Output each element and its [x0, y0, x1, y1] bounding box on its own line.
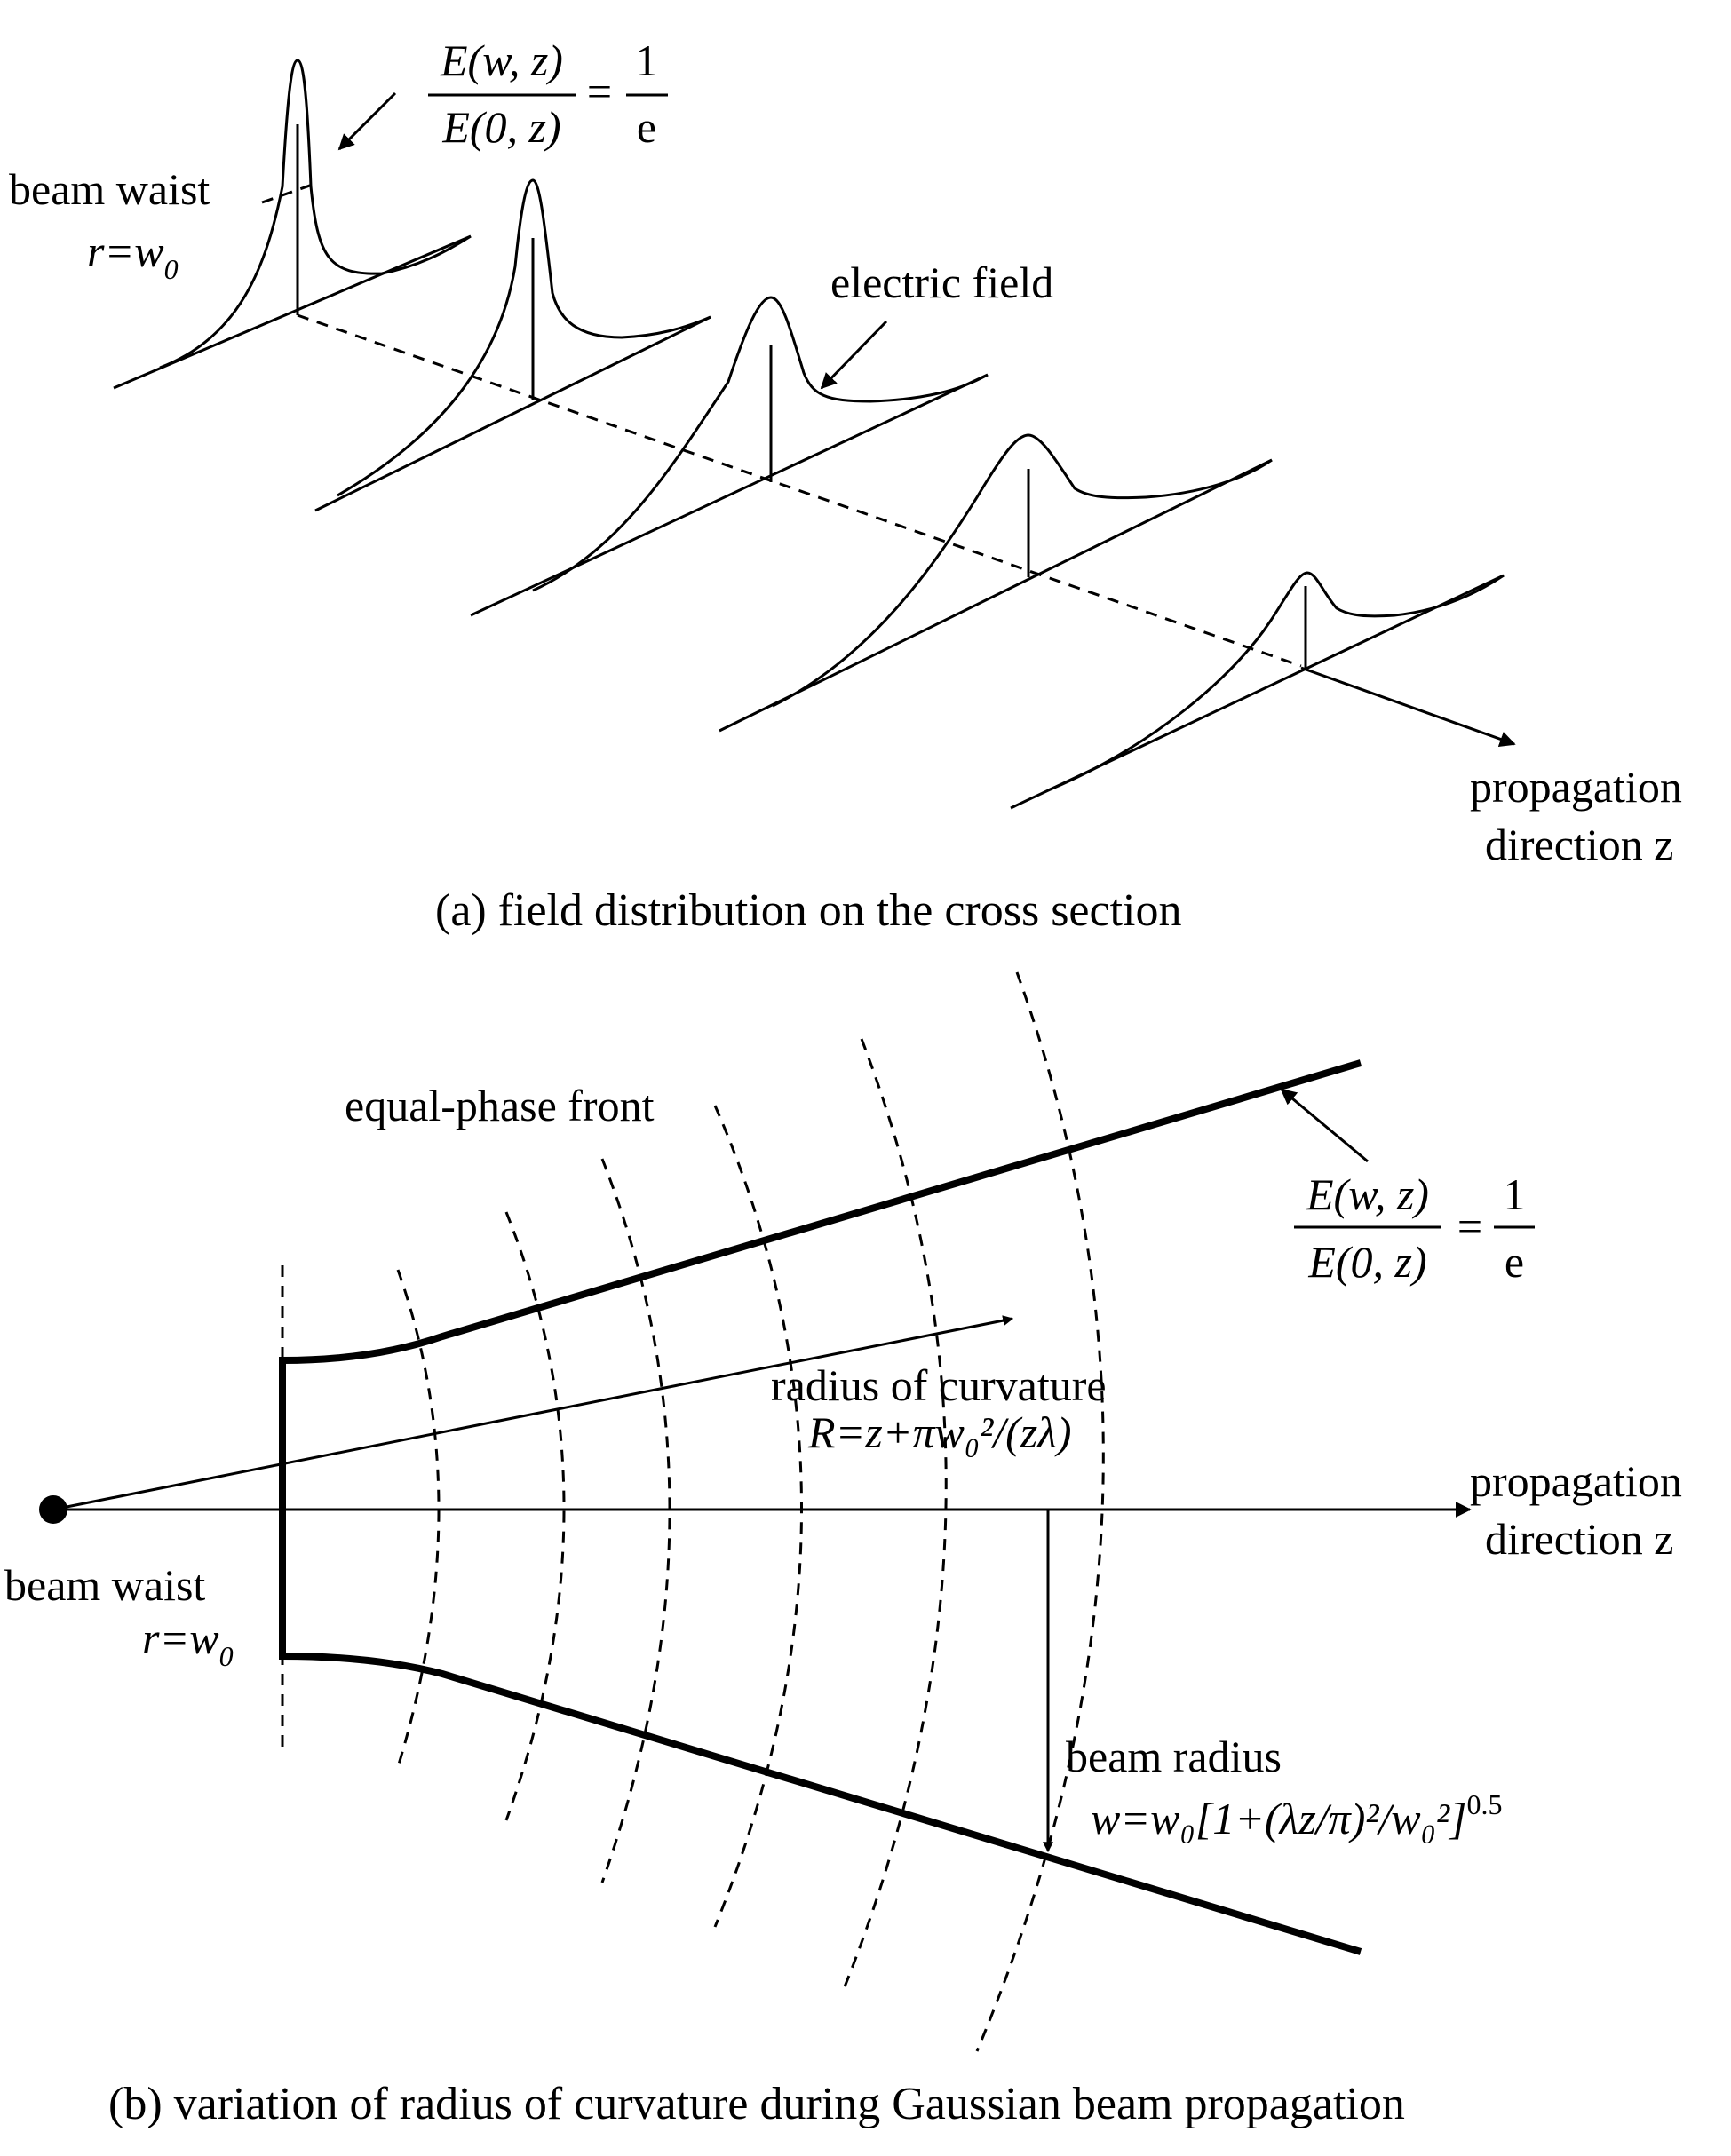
beam-radius-label: beam radius — [1066, 1732, 1282, 1781]
field-ratio-formula-a: E(w, z) E(0, z) = 1 e — [428, 36, 668, 152]
panel-a: E(w, z) E(0, z) = 1 e beam waist r=w0 el… — [9, 36, 1682, 936]
formula-equals: = — [587, 67, 612, 116]
gaussian-profile-3 — [470, 296, 989, 617]
equal-phase-front-label: equal-phase front — [345, 1081, 655, 1130]
gaussian-profile-4 — [719, 433, 1273, 733]
propagation-label-line2-a: direction z — [1485, 820, 1673, 869]
beam-envelope-lower — [282, 1653, 1362, 1955]
axis-dashed-line — [297, 313, 1302, 668]
caption-a: (a) field distribution on the cross sect… — [435, 885, 1181, 936]
radius-of-curvature-arrow — [52, 1315, 1014, 1511]
propagation-label-line1-b: propagation — [1470, 1456, 1682, 1506]
beam-envelope-upper — [282, 1059, 1362, 1364]
caption-b: (b) variation of radius of curvature dur… — [108, 2079, 1405, 2129]
beam-waist-radius-a: r=w0 — [87, 226, 179, 285]
propagation-label-line2-b: direction z — [1485, 1514, 1673, 1564]
formula-denominator: E(0, z) — [441, 102, 560, 152]
radius-of-curvature-formula: R=z+πw₀²/(zλ) — [807, 1407, 1072, 1457]
formula-numerator-b: E(w, z) — [1306, 1169, 1429, 1219]
gaussian-profile-1 — [113, 59, 472, 390]
beam-waist-radius-b: r=w0 — [142, 1613, 234, 1672]
formula-pointer-arrow-b — [1280, 1088, 1369, 1163]
formula-pointer-arrow-a — [337, 91, 397, 151]
gaussian-profile-5 — [1010, 571, 1505, 810]
formula-equals-b: = — [1457, 1201, 1482, 1251]
electric-field-pointer-arrow — [820, 320, 888, 390]
formula-denominator-b: E(0, z) — [1307, 1237, 1426, 1287]
propagation-label-line1-a: propagation — [1470, 762, 1682, 812]
beam-waist-pointer-a — [261, 180, 321, 204]
formula-rhs-numerator-b: 1 — [1504, 1169, 1526, 1219]
formula-rhs-denominator: e — [637, 102, 656, 152]
field-ratio-formula-b: E(w, z) E(0, z) = 1 e — [1294, 1169, 1535, 1287]
propagation-arrow-a — [1300, 666, 1516, 748]
formula-rhs-numerator: 1 — [636, 36, 658, 85]
equal-phase-fronts — [281, 971, 1105, 2052]
panel-b: equal-phase front E(w, z) E(0, z) = 1 e … — [4, 971, 1682, 2129]
formula-numerator: E(w, z) — [440, 36, 563, 85]
gaussian-profile-2 — [314, 178, 711, 512]
beam-radius-formula: w=w₀[1+(λz/π)²/w₀²]0.5 — [1091, 1788, 1502, 1843]
radius-of-curvature-label: radius of curvature — [771, 1360, 1107, 1410]
beam-waist-label-b: beam waist — [4, 1560, 205, 1610]
beam-waist-label-a: beam waist — [9, 164, 210, 214]
formula-rhs-denominator-b: e — [1505, 1237, 1524, 1287]
electric-field-label: electric field — [830, 258, 1053, 307]
